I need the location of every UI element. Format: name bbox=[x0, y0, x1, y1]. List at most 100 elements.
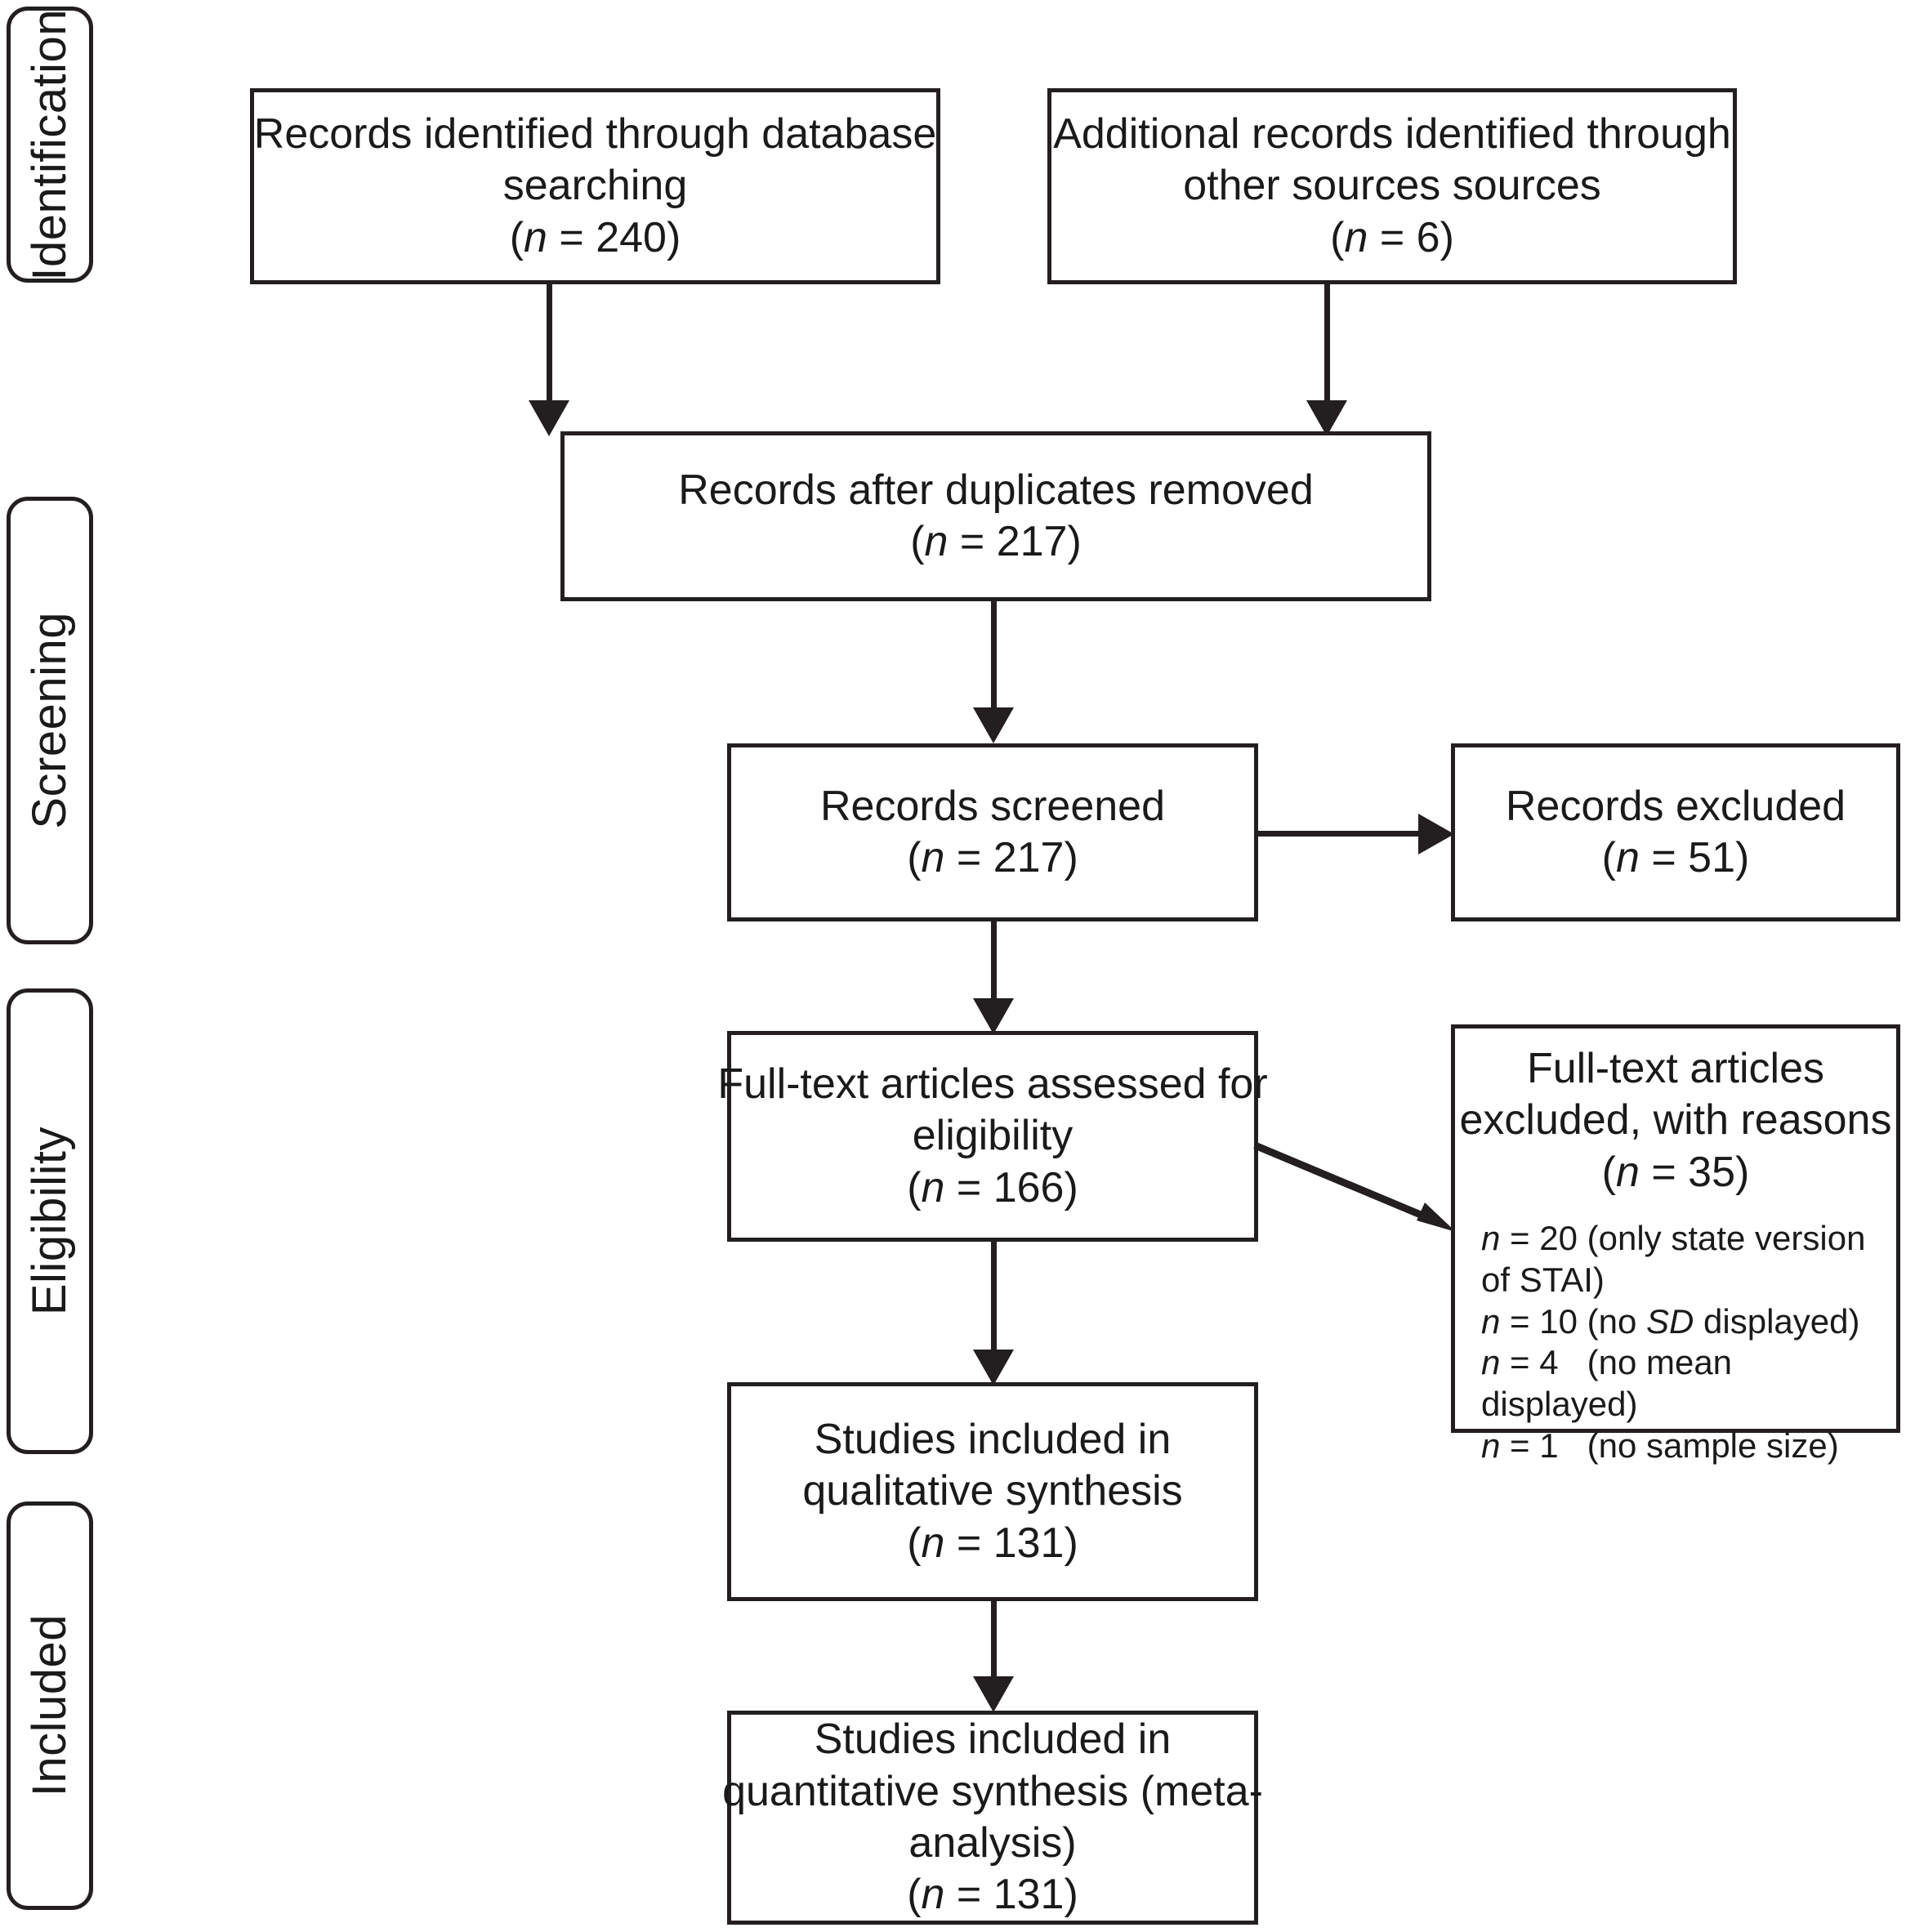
phase-label-identification: Identification bbox=[7, 7, 93, 283]
n-symbol: n bbox=[1481, 1343, 1501, 1382]
n-symbol: n bbox=[1481, 1301, 1501, 1341]
connector-fulltext-to-qualitative-line bbox=[991, 1242, 997, 1356]
paren-close: ) bbox=[1067, 518, 1082, 565]
equals: = bbox=[944, 1519, 993, 1567]
connector-fulltext-to-qualitative-arrow bbox=[973, 1350, 1014, 1385]
paren-open: ( bbox=[509, 213, 524, 261]
n-symbol: n bbox=[1615, 1148, 1640, 1196]
paren-close: ) bbox=[1064, 1871, 1078, 1919]
connector-duplicates-to-screened-arrow bbox=[973, 707, 1014, 743]
gap bbox=[1559, 1343, 1587, 1381]
paren-open: ( bbox=[907, 834, 922, 881]
records-screened-count: (n = 217) bbox=[820, 832, 1165, 884]
box-studies-quantitative-text: Studies included in quantitative synthes… bbox=[714, 1714, 1271, 1921]
box-fulltext-excluded-reasons: Full-text articles excluded, with reason… bbox=[1451, 1024, 1900, 1465]
qualitative-line2: qualitative synthesis bbox=[802, 1467, 1183, 1515]
reason-item: n = 10 (no SD displayed) bbox=[1481, 1301, 1888, 1343]
db-records-line2: searching bbox=[502, 162, 688, 210]
phase-label-identification-text: Identification bbox=[23, 8, 76, 281]
n-symbol: n bbox=[1481, 1219, 1501, 1257]
box-records-after-duplicates: Records after duplicates removed (n = 21… bbox=[560, 431, 1431, 601]
other-records-count: (n = 6) bbox=[1053, 212, 1731, 264]
box-records-excluded: Records excluded (n = 51) bbox=[1451, 743, 1900, 921]
box-records-excluded-text: Records excluded (n = 51) bbox=[1498, 781, 1854, 885]
paren-open: ( bbox=[1601, 834, 1616, 881]
connector-fulltext-to-reasons bbox=[1253, 1141, 1456, 1232]
paren-open: ( bbox=[907, 1163, 922, 1211]
reason-count: 1 bbox=[1539, 1426, 1559, 1466]
equals: = bbox=[1500, 1426, 1540, 1466]
phase-label-eligibility-text: Eligibility bbox=[23, 1127, 76, 1316]
n-symbol: n bbox=[921, 834, 945, 881]
reason-item: n = 20 (only state version of STAI) bbox=[1481, 1218, 1888, 1301]
connector-screened-to-excluded-line bbox=[1258, 831, 1422, 837]
reason-text: (no mean displayed) bbox=[1481, 1343, 1733, 1424]
fulltext-assessed-count: (n = 166) bbox=[717, 1162, 1267, 1214]
paren-open: ( bbox=[1330, 213, 1345, 261]
equals: = bbox=[1500, 1301, 1540, 1341]
connector-screened-to-fulltext-arrow bbox=[973, 998, 1014, 1034]
phase-label-included-text: Included bbox=[23, 1614, 76, 1797]
equals: = bbox=[1639, 1148, 1689, 1196]
connector-screened-to-fulltext-line bbox=[991, 921, 997, 1020]
equals: = bbox=[948, 518, 997, 565]
gap bbox=[1578, 1302, 1587, 1341]
n-symbol: n bbox=[921, 1519, 945, 1567]
equals: = bbox=[944, 1163, 993, 1211]
equals: = bbox=[1639, 834, 1689, 881]
box-records-screened: Records screened (n = 217) bbox=[727, 743, 1258, 921]
n-symbol: n bbox=[924, 518, 949, 565]
equals: = bbox=[1500, 1219, 1540, 1257]
records-screened-line1: Records screened bbox=[820, 782, 1165, 830]
n-symbol: n bbox=[1344, 213, 1368, 261]
paren-close: ) bbox=[1735, 1148, 1750, 1196]
connector-other-to-duplicates-line bbox=[1324, 284, 1330, 415]
box-records-identified-database-text: Records identified through database sear… bbox=[246, 109, 944, 264]
quantitative-line1: Studies included in bbox=[814, 1716, 1172, 1764]
paren-close: ) bbox=[666, 213, 681, 261]
n-symbol: n bbox=[1615, 834, 1640, 881]
reason-count: 4 bbox=[1539, 1343, 1559, 1382]
paren-open: ( bbox=[910, 518, 925, 565]
paren-open: ( bbox=[907, 1519, 922, 1567]
reason-text-post: displayed) bbox=[1694, 1301, 1860, 1341]
quantitative-line3: analysis) bbox=[908, 1819, 1077, 1867]
fulltext-assessed-line1: Full-text articles assessed for bbox=[717, 1060, 1268, 1108]
box-fulltext-excluded-heading: Full-text articles excluded, with reason… bbox=[1452, 1028, 1900, 1198]
phase-label-screening-text: Screening bbox=[23, 612, 76, 829]
qualitative-count: (n = 131) bbox=[802, 1518, 1182, 1569]
n-value: 217 bbox=[993, 834, 1065, 881]
other-records-line2: other sources sources bbox=[1183, 162, 1601, 210]
gap bbox=[1578, 1219, 1587, 1257]
qualitative-line1: Studies included in bbox=[814, 1415, 1172, 1463]
box-records-identified-other: Additional records identified through ot… bbox=[1047, 88, 1737, 284]
connector-qualitative-to-quantitative-arrow bbox=[973, 1676, 1014, 1712]
paren-open: ( bbox=[1601, 1148, 1616, 1196]
n-value: 217 bbox=[996, 518, 1068, 565]
reason-item: n = 1 (no sample size) bbox=[1481, 1426, 1888, 1467]
n-value: 240 bbox=[596, 213, 667, 261]
box-fulltext-assessed-text: Full-text articles assessed for eligibil… bbox=[709, 1059, 1275, 1214]
box-studies-quantitative: Studies included in quantitative synthes… bbox=[722, 1711, 1263, 1925]
n-symbol: n bbox=[921, 1871, 945, 1919]
box-records-identified-database: Records identified through database sear… bbox=[250, 88, 940, 284]
paren-close: ) bbox=[1064, 1519, 1078, 1567]
n-symbol: n bbox=[1481, 1426, 1501, 1466]
quantitative-count: (n = 131) bbox=[722, 1869, 1263, 1921]
paren-close: ) bbox=[1064, 1163, 1078, 1211]
fulltext-excluded-reason-list: n = 20 (only state version of STAI) n = … bbox=[1481, 1218, 1888, 1467]
paren-close: ) bbox=[1064, 834, 1078, 881]
reason-count: 10 bbox=[1539, 1301, 1578, 1341]
phase-label-screening: Screening bbox=[7, 497, 93, 944]
fulltext-excluded-line1: Full-text articles bbox=[1526, 1045, 1825, 1092]
other-records-line1: Additional records identified through bbox=[1053, 109, 1731, 158]
equals: = bbox=[1368, 213, 1417, 261]
connector-db-to-duplicates-arrow bbox=[529, 400, 569, 436]
after-duplicates-line1: Records after duplicates removed bbox=[678, 466, 1314, 514]
connector-screened-to-excluded-arrow bbox=[1418, 814, 1454, 854]
n-value: 131 bbox=[993, 1519, 1065, 1567]
n-value: 131 bbox=[993, 1871, 1065, 1919]
phase-label-eligibility: Eligibility bbox=[7, 988, 93, 1454]
box-records-after-duplicates-text: Records after duplicates removed (n = 21… bbox=[670, 465, 1322, 569]
